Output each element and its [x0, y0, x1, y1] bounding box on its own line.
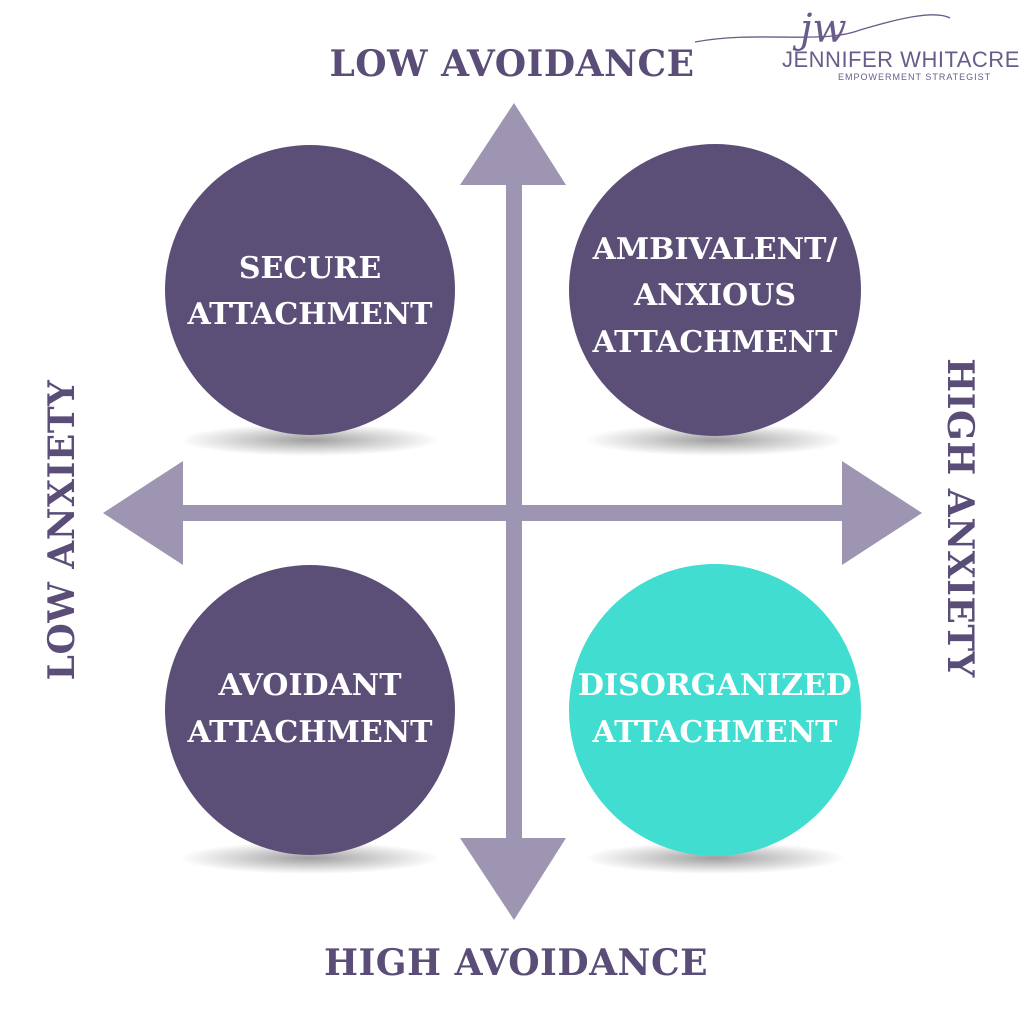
quadrant-label-disorganized-line1: DISORGANIZED: [578, 668, 852, 703]
axis-label-left: LOW ANXIETY: [41, 379, 83, 680]
quadrant-label-ambivalent-line2: ANXIOUS: [633, 278, 796, 313]
quadrant-label-disorganized-line2: ATTACHMENT: [592, 715, 839, 750]
quadrant-label-avoidant-line2: ATTACHMENT: [187, 715, 434, 750]
logo-name: JENNIFER WHITACRE: [782, 47, 1020, 72]
brand-logo: jw JENNIFER WHITACRE EMPOWERMENT STRATEG…: [694, 6, 1020, 82]
arrow-down-icon: [460, 838, 566, 920]
quadrant-circle-avoidant: [165, 565, 455, 855]
axis-label-right: HIGH ANXIETY: [939, 358, 981, 678]
logo-swash: [694, 14, 951, 43]
quadrant-circle-disorganized: [569, 564, 861, 856]
horizontal-axis-line: [170, 505, 850, 521]
quadrant-circle-ambivalent: [569, 144, 861, 436]
quadrant-label-secure-line1: SECURE: [239, 251, 381, 286]
circle-shadow: [180, 424, 440, 456]
logo-monogram: jw: [792, 6, 847, 52]
axis-label-top: LOW AVOIDANCE: [329, 43, 694, 85]
arrow-right-icon: [842, 461, 922, 565]
quadrant-label-ambivalent-line3: ATTACHMENT: [592, 325, 839, 360]
circle-shadow: [585, 842, 845, 874]
quadrant-label-ambivalent-line1: AMBIVALENT/: [592, 232, 838, 267]
arrow-up-icon: [460, 103, 566, 185]
axis-label-bottom: HIGH AVOIDANCE: [324, 942, 708, 984]
quadrant-label-avoidant-line1: AVOIDANT: [217, 668, 402, 703]
quadrant-circle-secure: [165, 145, 455, 435]
axis-arrows: [103, 103, 922, 920]
arrow-left-icon: [103, 461, 183, 565]
circle-shadow: [585, 424, 845, 456]
logo-tagline: EMPOWERMENT STRATEGIST: [838, 72, 991, 82]
quadrant-label-secure-line2: ATTACHMENT: [187, 297, 434, 332]
circle-shadow: [180, 842, 440, 874]
